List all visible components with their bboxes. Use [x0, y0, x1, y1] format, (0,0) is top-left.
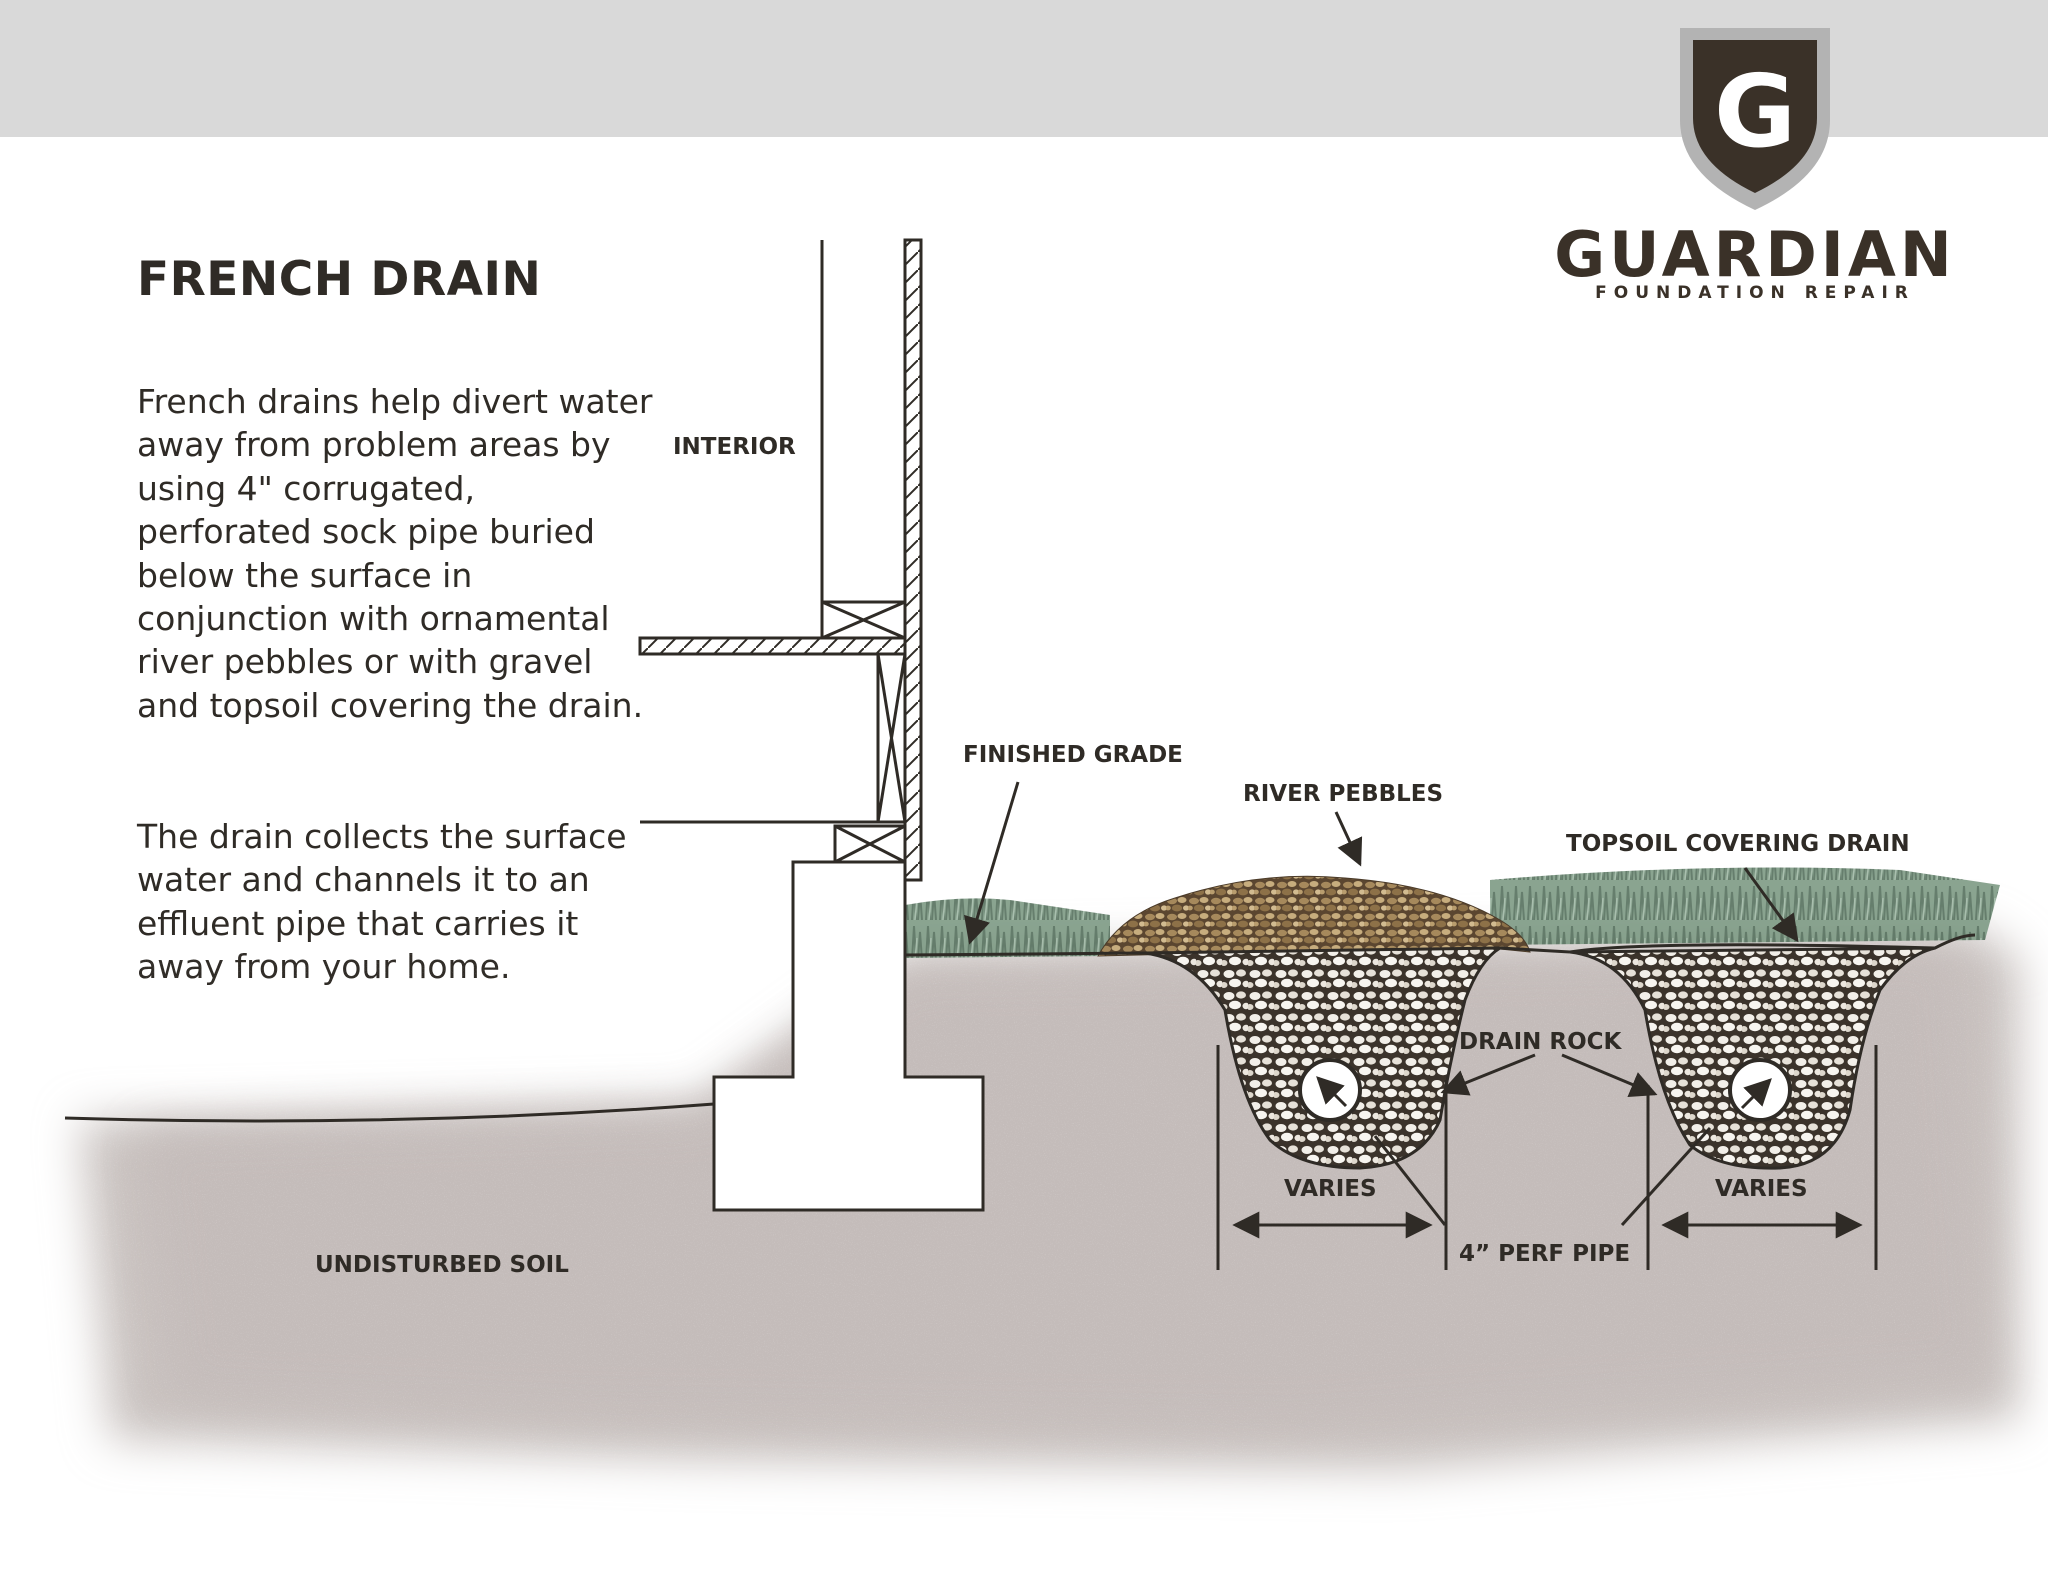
label-river-pebbles: RIVER PEBBLES [1243, 781, 1443, 807]
drain-rock-leader-left [1440, 1053, 1536, 1096]
logo-letter: G [1714, 53, 1796, 170]
label-finished-grade: FINISHED GRADE [963, 742, 1183, 768]
description-paragraph-1: French drains help divert water away fro… [137, 382, 653, 725]
grass-strip [905, 867, 2000, 958]
river-pebbles-leader [1334, 811, 1363, 867]
label-varies-right: VARIES [1715, 1176, 1808, 1202]
perf-pipe-leader-left [1373, 1135, 1447, 1226]
guardian-logo: G GUARDIAN FOUNDATION REPAIR [1554, 28, 1955, 303]
topsoil-leader [1743, 867, 1799, 943]
foundation-wall [638, 238, 985, 1212]
label-undisturbed-soil: UNDISTURBED SOIL [315, 1252, 569, 1278]
drain-rock-leader-right [1561, 1053, 1658, 1098]
label-perf-pipe: 4” PERF PIPE [1459, 1241, 1630, 1267]
river-pebbles-mound [1097, 875, 1531, 957]
label-topsoil: TOPSOIL COVERING DRAIN [1566, 831, 1910, 857]
diagram-labels: INTERIOR FINISHED GRADE RIVER PEBBLES TO… [315, 434, 1910, 1278]
brand-name: GUARDIAN [1554, 218, 1955, 291]
label-drain-rock: DRAIN ROCK [1459, 1029, 1623, 1055]
label-varies-left: VARIES [1284, 1176, 1377, 1202]
perf-pipe-leader-right [1620, 1126, 1712, 1227]
finished-grade-leader [964, 781, 1020, 945]
drain-trench-left [1144, 946, 1506, 1170]
brand-subtitle: FOUNDATION REPAIR [1595, 283, 1915, 303]
finished-grade-line [64, 933, 1976, 1123]
label-interior: INTERIOR [673, 434, 796, 460]
page-title: FRENCH DRAIN [137, 252, 542, 307]
label-leaders [964, 781, 1878, 1270]
drain-trench-right [1569, 946, 1936, 1170]
